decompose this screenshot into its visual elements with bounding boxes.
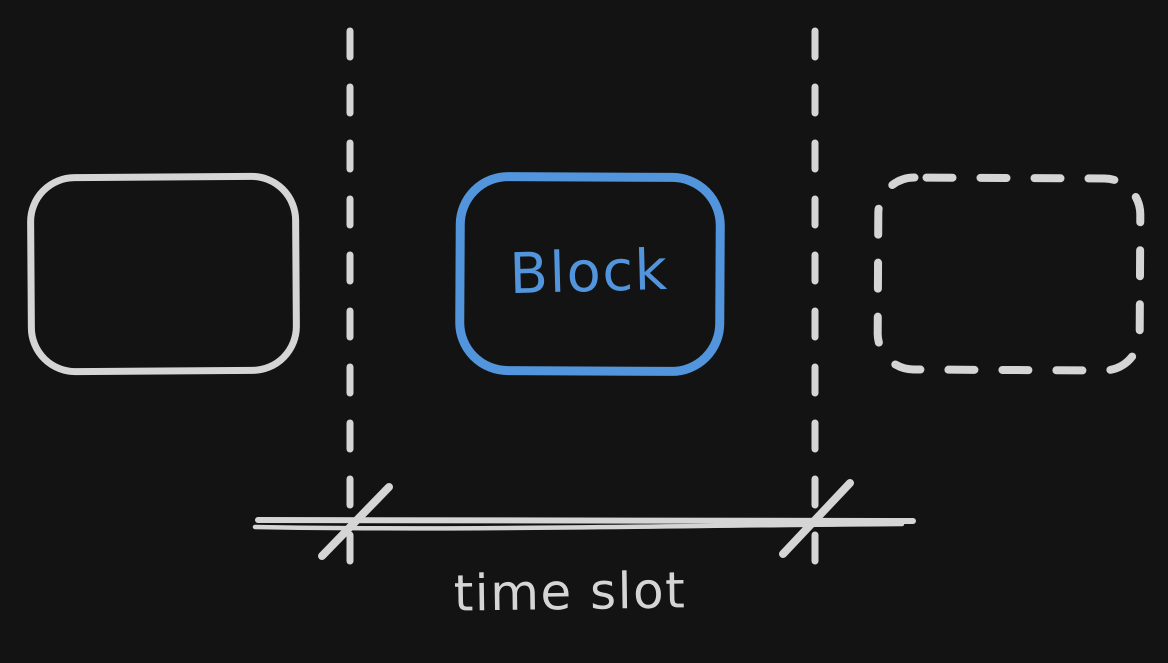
dimension-tick-right <box>779 479 854 558</box>
current-block-outline <box>455 172 725 376</box>
dimension-tick-left <box>318 483 393 560</box>
current-block-label: Block <box>509 238 670 307</box>
time-slot-dimension-line <box>252 479 916 560</box>
time-slot-label: time slot <box>453 561 686 622</box>
previous-block-outline <box>27 172 300 376</box>
next-block-outline <box>873 173 1145 375</box>
dimension-line-main <box>255 517 916 524</box>
current-block: Block <box>455 172 725 376</box>
